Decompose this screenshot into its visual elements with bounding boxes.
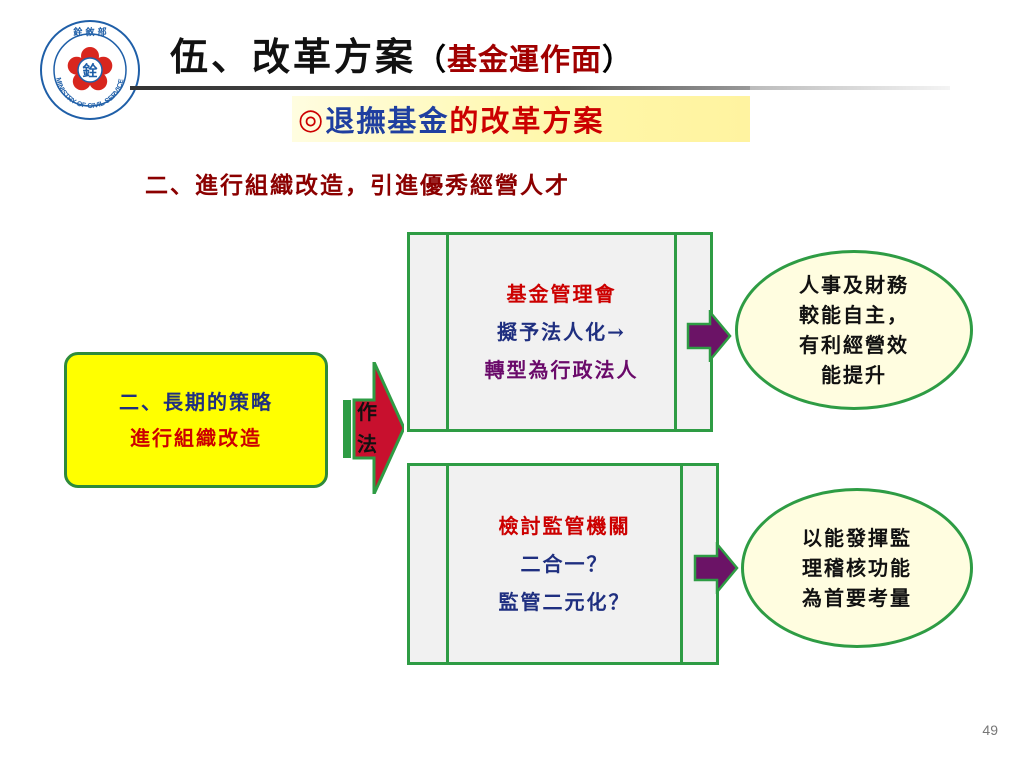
logo-top-text: 銓 敘 部 (73, 26, 106, 38)
bottom-oval-line-1: 以能發揮監 (802, 526, 912, 550)
top-oval-line-1: 人事及財務 (799, 273, 909, 297)
outcome-oval-bottom: 以能發揮監 理稽核功能 為首要考量 (741, 488, 973, 648)
method-label: 作 法 (352, 396, 382, 460)
top-oval-line-4: 能提升 (821, 363, 887, 387)
strategy-box: 二、長期的策略 進行組織改造 (64, 352, 328, 488)
top-box-line-2: 擬予法人化→ (497, 320, 626, 344)
arrow-bottom-right (693, 542, 739, 594)
method-char-2: 法 (357, 432, 377, 456)
bottom-box-line-1: 檢討監管機關 (498, 514, 631, 538)
process-box-top: 基金管理會 擬予法人化→ 轉型為行政法人 (407, 232, 713, 432)
arrow-top-right (686, 310, 732, 362)
process-box-top-text: 基金管理會 擬予法人化→ 轉型為行政法人 (449, 235, 674, 429)
method-arrow (343, 362, 404, 494)
process-box-bottom-right-bar (680, 466, 683, 662)
method-char-1: 作 (357, 400, 377, 424)
banner-symbol: ◎ (298, 102, 326, 136)
top-box-line-1: 基金管理會 (506, 282, 617, 306)
outcome-oval-top: 人事及財務 較能自主， 有利經營效 能提升 (735, 250, 973, 410)
bottom-oval-line-3: 為首要考量 (802, 586, 912, 610)
strategy-line-1: 二、長期的策略 (119, 390, 273, 414)
bottom-box-line-3: 監管二元化？ (498, 590, 631, 614)
top-oval-line-2: 較能自主， (799, 303, 909, 327)
process-box-bottom-left-bar (446, 466, 449, 662)
process-box-top-left-bar (446, 235, 449, 429)
strategy-line-2: 進行組織改造 (130, 426, 262, 450)
ministry-logo: MINISTRY OF CIVIL SERVICE 銓 敘 部 銓 (40, 20, 140, 120)
title-rule (130, 86, 750, 90)
title-paren: （基金運作面） (416, 35, 633, 79)
subtitle-banner: ◎ 退撫基金 的改革方案 (292, 96, 750, 142)
process-box-bottom: 檢討監管機關 二合一？ 監管二元化？ (407, 463, 719, 665)
title-rule-fade (750, 86, 950, 90)
title-main: 伍、改革方案 (170, 34, 417, 79)
section-heading: 二、進行組織改造，引進優秀經營人才 (145, 172, 570, 199)
page-number: 49 (982, 722, 998, 738)
logo-center-char: 銓 (82, 62, 97, 80)
title-paren-close: ） (602, 43, 634, 78)
title-paren-inner: 基金運作面 (447, 43, 603, 78)
slide-title: 伍、改革方案 （基金運作面） (170, 26, 633, 79)
process-box-top-right-bar (674, 235, 677, 429)
bottom-oval-line-2: 理稽核功能 (802, 556, 912, 580)
banner-text-red: 的改革方案 (449, 104, 605, 138)
title-paren-open: （ (416, 43, 448, 78)
process-box-bottom-text: 檢討監管機關 二合一？ 監管二元化？ (449, 466, 680, 662)
bottom-box-line-2: 二合一？ (520, 552, 609, 576)
top-oval-line-3: 有利經營效 (799, 333, 909, 357)
top-box-line-3: 轉型為行政法人 (484, 358, 639, 382)
banner-text-blue: 退撫基金 (325, 104, 450, 138)
